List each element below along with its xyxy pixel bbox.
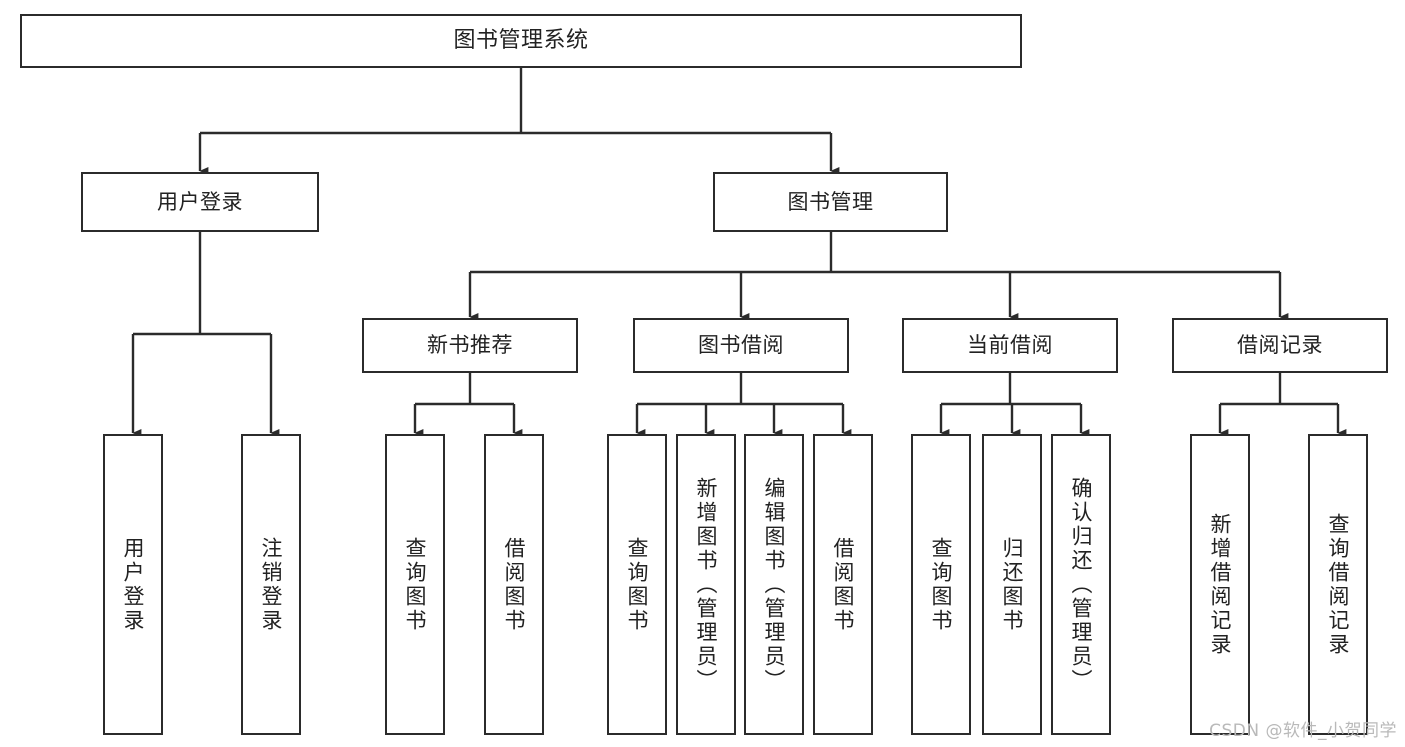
node-label: 新书推荐	[427, 333, 513, 358]
node-label: 当前借阅	[967, 333, 1053, 358]
node-l-qrec[interactable]: 查询借阅记录	[1308, 434, 1368, 735]
node-label: 用户登录	[121, 536, 146, 633]
node-n-bookmgr[interactable]: 图书管理	[713, 172, 948, 232]
node-n-newrec[interactable]: 新书推荐	[362, 318, 578, 373]
node-label: 用户登录	[157, 189, 243, 214]
node-label: 图书管理系统	[453, 28, 589, 54]
watermark-text: CSDN @软件_小贺同学	[1209, 721, 1397, 741]
node-n-record[interactable]: 借阅记录	[1172, 318, 1388, 373]
node-l-qbook1[interactable]: 查询图书	[385, 434, 445, 735]
node-l-qbook2[interactable]: 查询图书	[607, 434, 667, 735]
node-root[interactable]: 图书管理系统	[20, 14, 1022, 68]
node-n-login[interactable]: 用户登录	[81, 172, 319, 232]
node-label: 查询图书	[403, 536, 428, 633]
node-label: 查询图书	[625, 536, 650, 633]
node-label: 确认归还（管理员）	[1069, 476, 1094, 693]
node-l-editbook[interactable]: 编辑图书（管理员）	[744, 434, 804, 735]
node-label: 查询借阅记录	[1326, 512, 1351, 657]
node-label: 新增图书（管理员）	[694, 476, 719, 693]
node-l-borrowbk1[interactable]: 借阅图书	[484, 434, 544, 735]
node-l-qbook3[interactable]: 查询图书	[911, 434, 971, 735]
node-label: 查询图书	[929, 536, 954, 633]
node-label: 图书借阅	[698, 333, 784, 358]
node-label: 新增借阅记录	[1208, 512, 1233, 657]
node-label: 归还图书	[1000, 536, 1025, 633]
node-l-addbook[interactable]: 新增图书（管理员）	[676, 434, 736, 735]
node-label: 注销登录	[259, 536, 284, 633]
node-l-logout[interactable]: 注销登录	[241, 434, 301, 735]
node-label: 借阅图书	[502, 536, 527, 633]
node-n-borrow[interactable]: 图书借阅	[633, 318, 849, 373]
node-label: 图书管理	[787, 189, 874, 214]
node-l-confirm[interactable]: 确认归还（管理员）	[1051, 434, 1111, 735]
node-label: 编辑图书（管理员）	[762, 476, 787, 693]
node-l-borrowbk2[interactable]: 借阅图书	[813, 434, 873, 735]
node-l-addrec[interactable]: 新增借阅记录	[1190, 434, 1250, 735]
node-l-userlogin[interactable]: 用户登录	[103, 434, 163, 735]
node-l-return[interactable]: 归还图书	[982, 434, 1042, 735]
node-n-current[interactable]: 当前借阅	[902, 318, 1118, 373]
node-label: 借阅图书	[831, 536, 856, 633]
node-label: 借阅记录	[1237, 333, 1323, 358]
